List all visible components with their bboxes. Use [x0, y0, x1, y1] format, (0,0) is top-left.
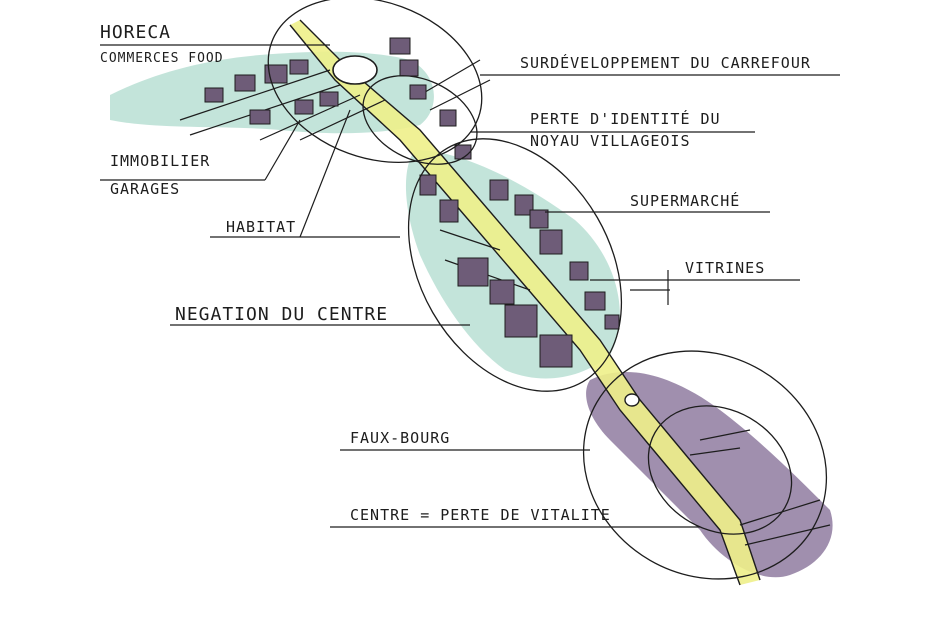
- label-commerces-food: COMMERCES FOOD: [100, 51, 224, 66]
- label-surdeveloppement-du-carrefour: SURDÉVELOPPEMENT DU CARREFOUR: [520, 53, 811, 72]
- label-negation-du-centre: NEGATION DU CENTRE: [175, 304, 388, 325]
- label-perte-identite-line2: NOYAU VILLAGEOIS: [530, 132, 691, 150]
- label-centre-perte-de-vitalite: CENTRE = PERTE DE VITALITE: [350, 506, 611, 524]
- roundabout: [332, 55, 640, 407]
- zone-outlines: [267, 0, 828, 580]
- label-habitat: HABITAT: [226, 218, 296, 236]
- label-supermarche: SUPERMARCHÉ: [630, 191, 740, 210]
- buildings: [204, 37, 620, 368]
- label-vitrines: VITRINES: [685, 259, 765, 277]
- label-immobilier: IMMOBILIER: [110, 152, 210, 170]
- label-perte-identite-line1: PERTE D'IDENTITÉ DU: [530, 109, 721, 128]
- label-horeca: HORECA: [100, 22, 171, 43]
- leader-lines: [100, 44, 840, 528]
- label-faux-bourg: FAUX-BOURG: [350, 429, 450, 447]
- label-garages: GARAGES: [110, 180, 180, 198]
